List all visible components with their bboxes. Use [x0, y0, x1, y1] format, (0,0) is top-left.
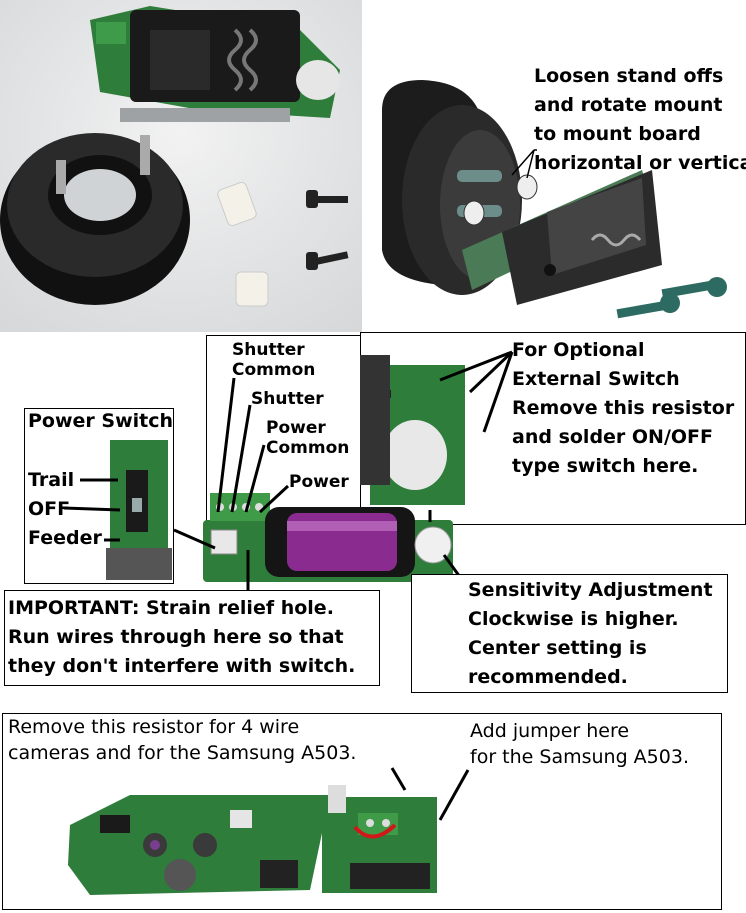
standoffs-screws-photo — [217, 181, 349, 307]
power-switch-photo — [106, 440, 172, 580]
label-power-common: Power Common — [266, 418, 349, 458]
callout-lines-top — [511, 149, 537, 179]
power-switch-title: Power Switch — [28, 410, 174, 432]
switch-position-feeder: Feeder — [28, 527, 102, 549]
external-switch-line-3: Remove this resistor — [512, 397, 735, 419]
shutter-common-line-2: Common — [232, 360, 316, 380]
board-photo-bottom-drawing — [68, 785, 437, 895]
remove-resistor-instructions: Remove this resistor for 4 wire cameras … — [8, 714, 356, 766]
label-power: Power — [289, 472, 349, 492]
board-photo-middle-drawing — [203, 355, 465, 582]
terminal-block — [210, 493, 270, 521]
sensitivity-box — [411, 574, 728, 693]
photo-parts-kit — [0, 0, 362, 332]
sensitivity-instructions: Sensitivity Adjustment Clockwise is high… — [468, 576, 713, 692]
pcb-bottom-main — [68, 795, 330, 895]
standoff-line-3: to mount board — [534, 123, 701, 145]
standoff-line-4: horizontal or vertical. — [534, 152, 746, 174]
mount-render: Loosen stand offs and rotate mount to mo… — [362, 0, 746, 332]
external-switch-line-5: type switch here. — [512, 455, 699, 477]
circuit-board-photo — [90, 6, 340, 122]
label-shutter-common: Shutter Common — [232, 340, 315, 380]
pir-sensor-middle — [360, 355, 465, 505]
jumper-wire — [353, 823, 397, 839]
important-box — [4, 590, 380, 686]
external-switch-line-4: and solder ON/OFF — [512, 426, 714, 448]
important-instructions: IMPORTANT: Strain relief hole. Run wires… — [8, 594, 355, 681]
power-common-line-1: Power — [266, 418, 326, 438]
remove-resistor-line-2: cameras and for the Samsung A503. — [8, 742, 357, 764]
switch-position-off: OFF — [28, 498, 71, 520]
important-line-3: they don't interfere with switch. — [8, 655, 356, 677]
board-photo-middle — [175, 335, 465, 595]
sensitivity-line-4: recommended. — [468, 666, 628, 688]
switch-position-trail: Trail — [28, 469, 75, 491]
sensitivity-line-2: Clockwise is higher. — [468, 608, 679, 630]
board-render — [462, 170, 662, 305]
battery-purple — [265, 507, 415, 577]
screws-render — [616, 277, 727, 319]
external-switch-instructions: For Optional External Switch Remove this… — [512, 336, 734, 481]
sensitivity-line-3: Center setting is — [468, 637, 647, 659]
important-line-1: IMPORTANT: Strain relief hole. — [8, 597, 334, 619]
add-jumper-line-2: for the Samsung A503. — [470, 746, 689, 768]
photo-parts-kit-drawing — [0, 0, 362, 332]
remove-resistor-line-1: Remove this resistor for 4 wire — [8, 716, 300, 738]
important-line-2: Run wires through here so that — [8, 626, 344, 648]
board-photo-bottom — [60, 765, 460, 905]
add-jumper-line-1: Add jumper here — [470, 720, 630, 742]
black-mount-photo — [0, 133, 190, 305]
power-switch-photo-drawing — [106, 440, 172, 580]
external-switch-line-1: For Optional — [512, 339, 645, 361]
pcb-bottom-inset — [322, 785, 437, 893]
mount-render-drawing — [362, 0, 746, 332]
standoff-line-1: Loosen stand offs — [534, 65, 724, 87]
sensitivity-line-1: Sensitivity Adjustment — [468, 579, 713, 601]
external-switch-line-2: External Switch — [512, 368, 680, 390]
standoff-line-2: and rotate mount — [534, 94, 723, 116]
power-common-line-2: Common — [266, 438, 350, 458]
standoff-instructions: Loosen stand offs and rotate mount to mo… — [534, 62, 746, 178]
potentiometer — [414, 526, 452, 564]
add-jumper-instructions: Add jumper here for the Samsung A503. — [470, 718, 689, 770]
label-shutter: Shutter — [251, 389, 324, 409]
shutter-common-line-1: Shutter — [232, 340, 305, 360]
